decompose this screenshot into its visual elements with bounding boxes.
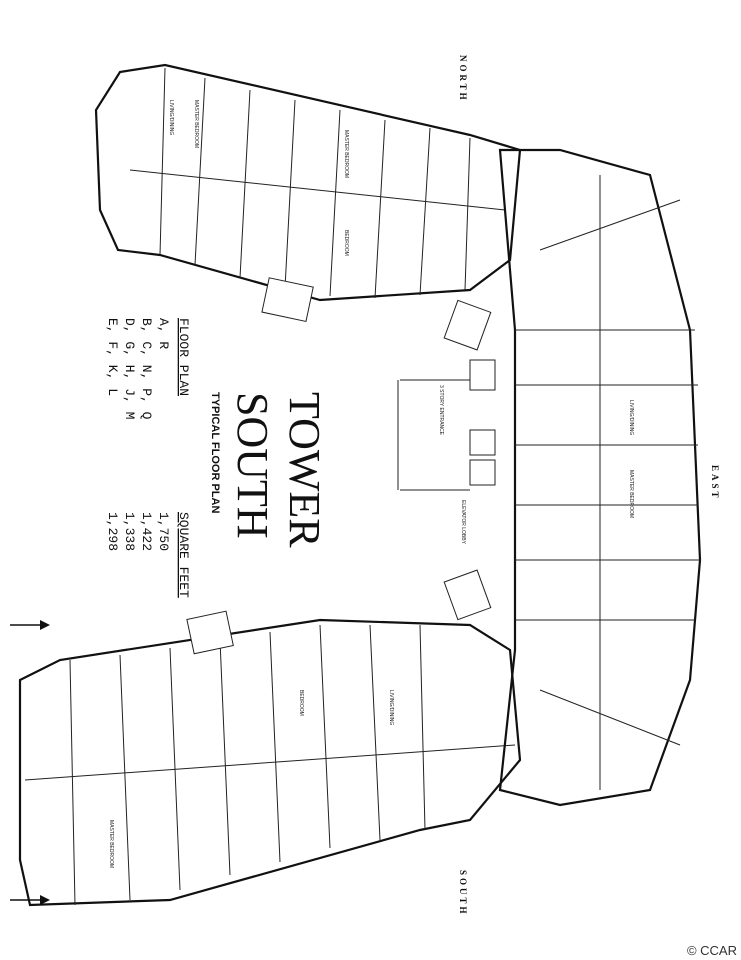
title-subtitle: TYPICAL FLOOR PLAN [209, 392, 221, 513]
room-label: MASTER BEDROOM [343, 130, 349, 178]
legend-units: B, C, N, P, Q [139, 318, 154, 420]
legend-sqft: 1,750 [156, 512, 171, 551]
room-label: BEDROOM [298, 690, 304, 716]
room-label: LIVING/DINING [168, 100, 174, 135]
section-arrow-icon [10, 620, 50, 905]
room-label: LIVING/DINING [388, 690, 394, 725]
elevator-core: 3 STORY ENTRANCE ELEVATOR LOBBY [397, 299, 496, 621]
title-line1: TOWER [280, 392, 329, 548]
legend-header-plan: FLOOR PLAN [176, 318, 191, 396]
east-wing [498, 148, 702, 807]
legend-header-sqft: SQUARE FEET [176, 512, 191, 598]
south-stairwell [186, 610, 234, 655]
compass-south: SOUTH [458, 870, 468, 917]
entrance-label: 3 STORY ENTRANCE [438, 385, 444, 436]
room-label: MASTER BEDROOM [628, 470, 634, 518]
lobby-label: ELEVATOR LOBBY [460, 500, 466, 545]
compass-east: EAST [710, 465, 720, 501]
room-label: MASTER BEDROOM [108, 820, 114, 868]
legend-sqft: 1,422 [139, 512, 154, 551]
legend-sqft: 1,298 [105, 512, 120, 551]
south-wing [18, 610, 522, 907]
room-label: BEDROOM [343, 230, 349, 256]
legend-units: A, R [156, 318, 171, 349]
compass-north: NORTH [458, 55, 468, 103]
room-label: LIVING/DINING [628, 400, 634, 435]
legend-units: E, F, K, L [105, 318, 120, 396]
north-stairwell [261, 277, 314, 323]
copyright: © CCAR [686, 943, 737, 958]
room-label: MASTER BEDROOM [193, 100, 199, 148]
north-wing [94, 63, 522, 323]
legend-units: D, G, H, J, M [122, 318, 137, 419]
title-line2: SOUTH [228, 392, 277, 539]
legend-sqft: 1,338 [122, 512, 137, 551]
